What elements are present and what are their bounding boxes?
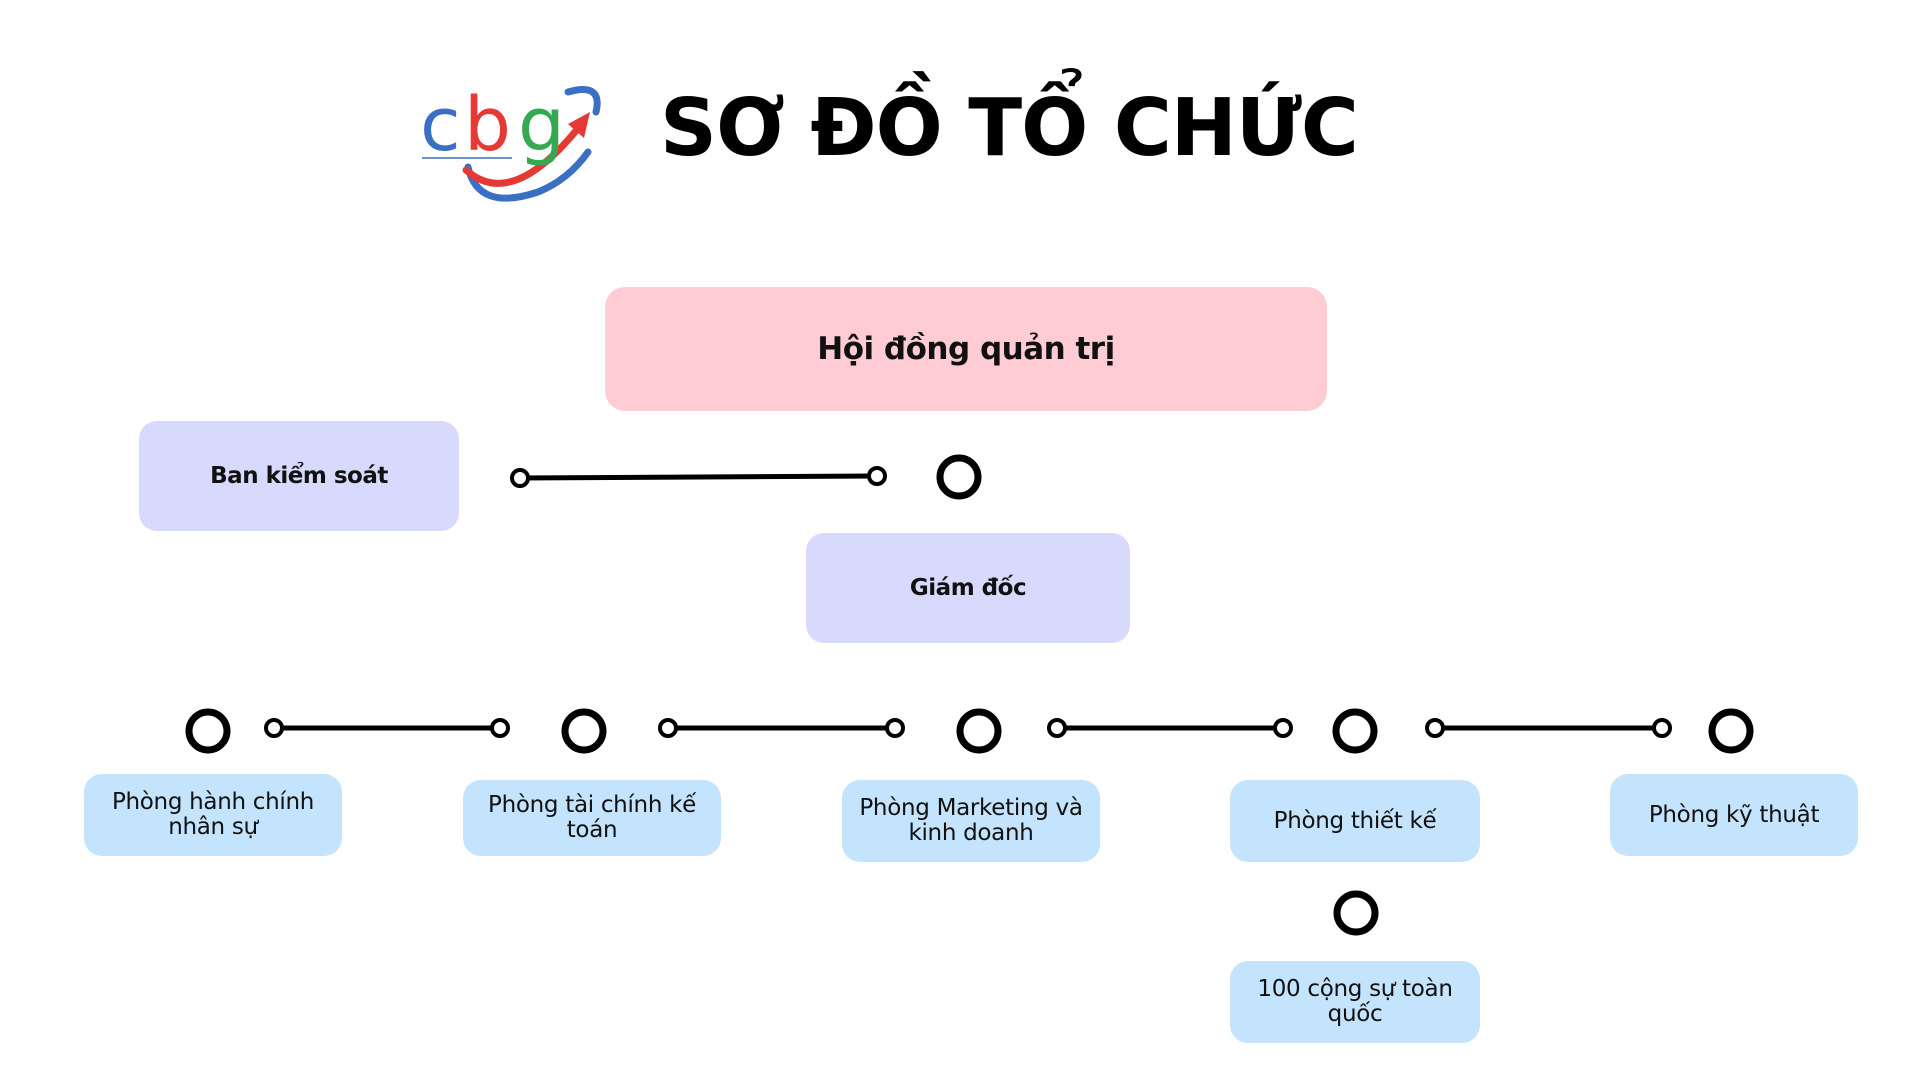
logo-letter-b: b — [464, 82, 511, 168]
node-circle-icon — [956, 708, 1002, 754]
node-circle-icon — [936, 454, 982, 500]
cbg-logo-icon: c b g — [420, 82, 601, 202]
logo-letter-c: c — [420, 82, 461, 168]
board-label: Hội đồng quản trị — [817, 331, 1115, 367]
logo-letter-g: g — [518, 82, 565, 168]
node-circle-icon — [1333, 890, 1379, 936]
department-finance-box: Phòng tài chính kế toán — [463, 780, 721, 856]
cbg-logo: c b g — [418, 62, 608, 212]
board-of-directors-box: Hội đồng quản trị — [605, 287, 1327, 411]
node-circle-icon — [185, 708, 231, 754]
node-circle-icon — [1708, 708, 1754, 754]
department-label: Phòng kỹ thuật — [1648, 801, 1820, 828]
department-hr-box: Phòng hành chính nhân sự — [84, 774, 342, 856]
department-technical-box: Phòng kỹ thuật — [1610, 774, 1858, 856]
department-marketing-box: Phòng Marketing và kinh doanh — [842, 780, 1100, 862]
director-box: Giám đốc — [806, 533, 1130, 643]
control-label: Ban kiểm soát — [210, 463, 388, 489]
collaborators-label: 100 cộng sự toàn quốc — [1257, 976, 1453, 1027]
department-design-box: Phòng thiết kế — [1230, 780, 1480, 862]
collaborators-box: 100 cộng sự toàn quốc — [1230, 961, 1480, 1043]
department-label: Phòng tài chính kế toán — [488, 792, 696, 843]
connector-line — [519, 473, 878, 481]
department-label: Phòng hành chính nhân sự — [111, 789, 315, 840]
node-circle-icon — [561, 708, 607, 754]
connector-end-icon — [510, 468, 530, 488]
page-title: SƠ ĐỒ TỔ CHỨC — [660, 82, 1359, 174]
department-label: Phòng Marketing và kinh doanh — [859, 795, 1083, 846]
connector-end-icon — [867, 466, 887, 486]
director-label: Giám đốc — [909, 575, 1027, 601]
department-label: Phòng thiết kế — [1273, 807, 1437, 834]
supervisory-board-box: Ban kiểm soát — [139, 421, 459, 531]
node-circle-icon — [1332, 708, 1378, 754]
